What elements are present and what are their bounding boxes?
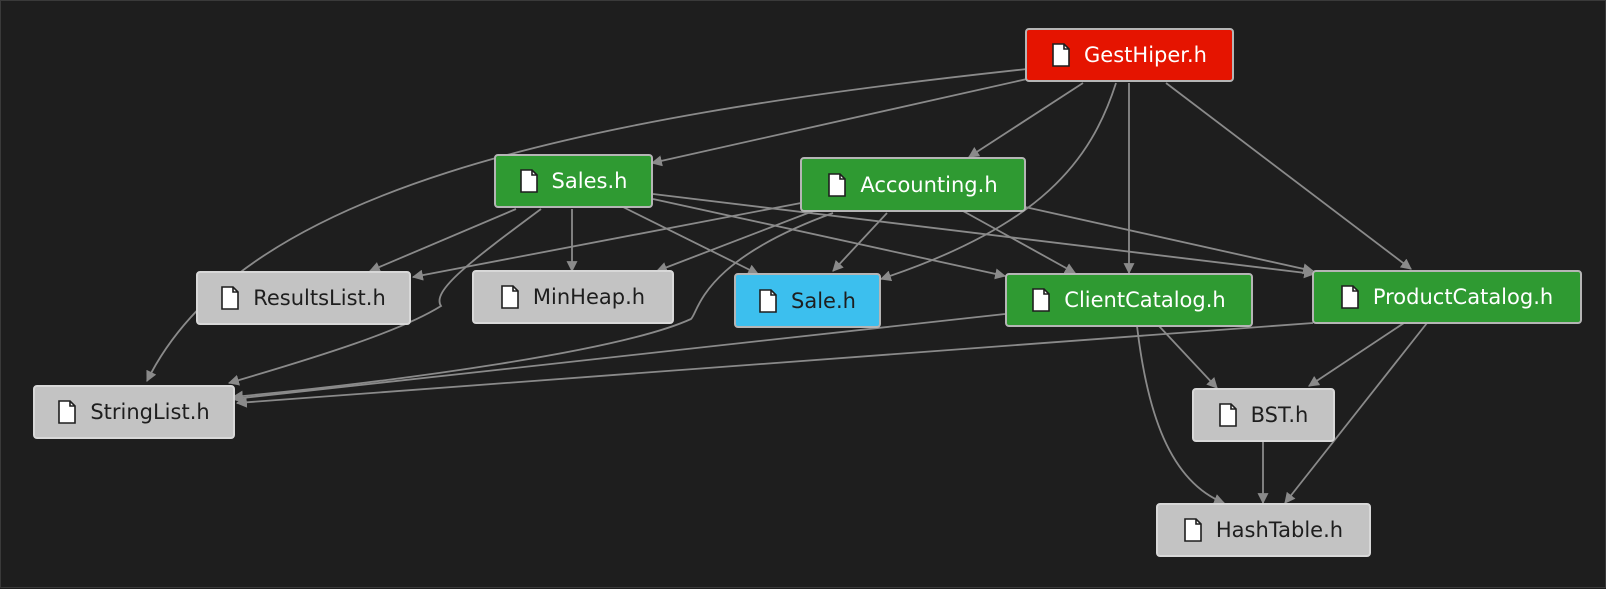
file-icon — [1184, 518, 1202, 542]
node-label: Sales.h — [551, 169, 628, 193]
edge-gesthiper-productcatalog — [1165, 82, 1412, 270]
edge-accounting-productcatalog — [1024, 206, 1315, 275]
node-resultslist[interactable]: ResultsList.h — [196, 271, 411, 325]
file-icon — [1218, 403, 1237, 427]
node-label: Sale.h — [791, 288, 856, 313]
node-label: Accounting.h — [860, 172, 998, 197]
edge-sales-clientcatalog — [652, 198, 1007, 280]
node-minheap[interactable]: MinHeap.h — [472, 270, 674, 324]
node-label: ProductCatalog.h — [1372, 285, 1554, 309]
node-label: ResultsList.h — [253, 286, 386, 310]
edge-productcatalog-hashtable — [1284, 322, 1428, 504]
edge-productcatalog-stringlist — [235, 322, 1314, 408]
file-icon — [1032, 288, 1051, 312]
edge-accounting-clientcatalog — [962, 210, 1076, 274]
file-icon — [828, 172, 847, 197]
node-label: StringList.h — [90, 400, 210, 424]
node-sales[interactable]: Sales.h — [494, 154, 653, 208]
edge-gesthiper-accounting — [968, 82, 1084, 158]
node-productcatalog[interactable]: ProductCatalog.h — [1312, 270, 1582, 324]
file-icon — [501, 285, 519, 309]
edge-gesthiper-stringlist — [146, 68, 1028, 382]
file-icon — [58, 400, 77, 424]
edge-sales-resultslist — [368, 208, 517, 273]
edge-clientcatalog-hashtable — [1136, 325, 1226, 505]
file-icon — [1052, 43, 1070, 67]
edge-sales-productcatalog — [652, 193, 1316, 279]
file-icon — [1341, 285, 1359, 309]
file-icon — [759, 288, 777, 313]
node-label: GestHiper.h — [1084, 43, 1207, 67]
edge-clientcatalog-stringlist — [231, 313, 1006, 404]
node-stringlist[interactable]: StringList.h — [33, 385, 235, 439]
node-label: MinHeap.h — [532, 285, 646, 309]
node-sale[interactable]: Sale.h — [734, 273, 881, 328]
edge-accounting-resultslist — [411, 202, 802, 281]
node-bst[interactable]: BST.h — [1192, 388, 1335, 442]
node-label: BST.h — [1250, 403, 1309, 427]
node-label: ClientCatalog.h — [1064, 288, 1226, 312]
edge-accounting-stringlist — [231, 212, 834, 402]
edge-accounting-minheap — [655, 207, 822, 273]
edge-accounting-sale — [832, 212, 888, 272]
node-clientcatalog[interactable]: ClientCatalog.h — [1005, 273, 1253, 327]
file-icon — [519, 169, 538, 193]
file-icon — [221, 286, 240, 310]
edge-gesthiper-sales — [650, 78, 1028, 167]
node-hashtable[interactable]: HashTable.h — [1156, 503, 1371, 557]
edge-sales-stringlist — [227, 208, 542, 386]
edge-gesthiper-sale — [879, 82, 1117, 282]
edge-clientcatalog-bst — [1158, 325, 1218, 389]
edge-productcatalog-bst — [1308, 322, 1405, 387]
node-label: HashTable.h — [1215, 518, 1344, 542]
node-accounting[interactable]: Accounting.h — [800, 157, 1026, 212]
node-gesthiper[interactable]: GestHiper.h — [1025, 28, 1234, 82]
